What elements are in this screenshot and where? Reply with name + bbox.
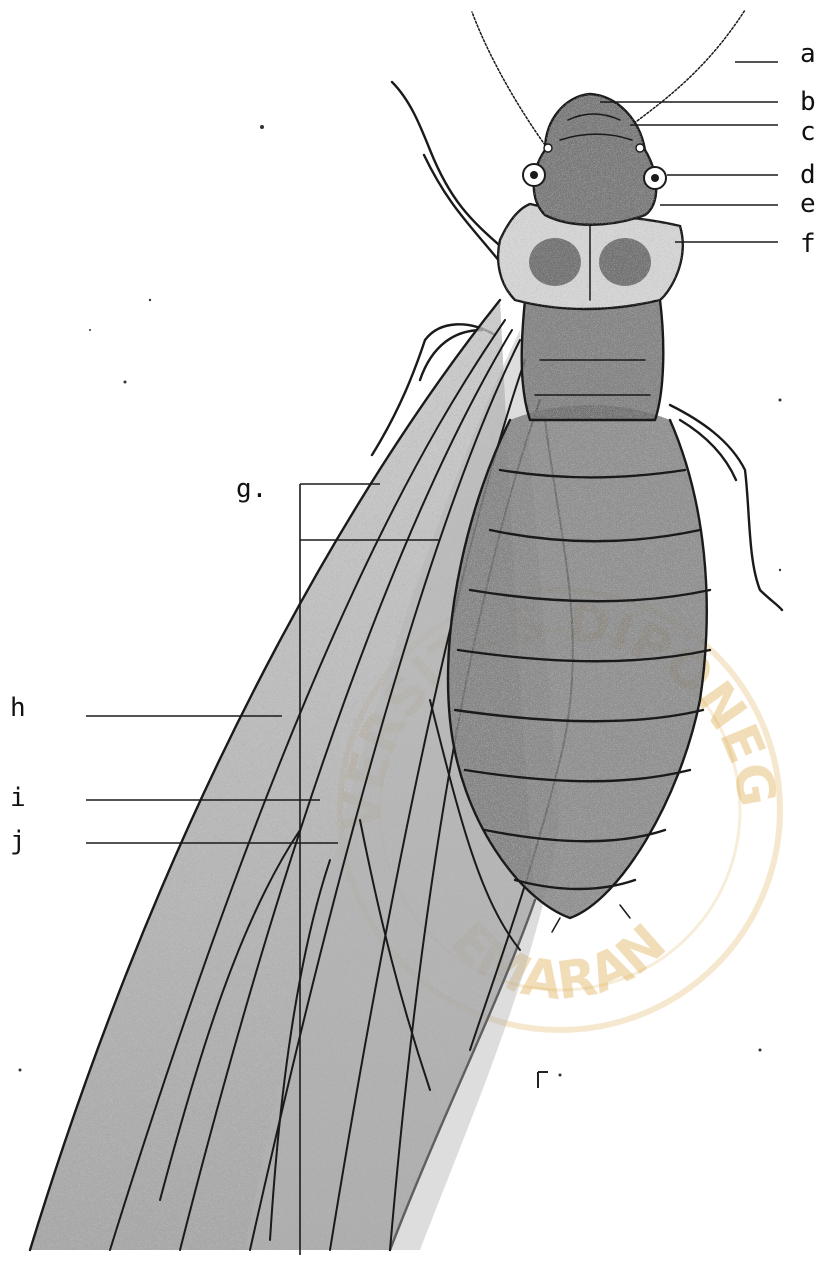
callout-label-d: d — [800, 160, 816, 190]
callout-label-c: c — [800, 117, 816, 147]
callout-label-e: e — [800, 189, 816, 219]
thorax — [522, 300, 664, 420]
callout-label-i: i — [10, 783, 26, 813]
callout-label-h: h — [10, 693, 26, 723]
callout-label-a: a — [800, 39, 816, 69]
callout-label-g: g. — [236, 474, 267, 504]
callout-label-f: f — [800, 229, 816, 259]
callout-label-b: b — [800, 87, 816, 117]
callout-label-j: j — [10, 826, 26, 856]
head — [523, 94, 666, 225]
